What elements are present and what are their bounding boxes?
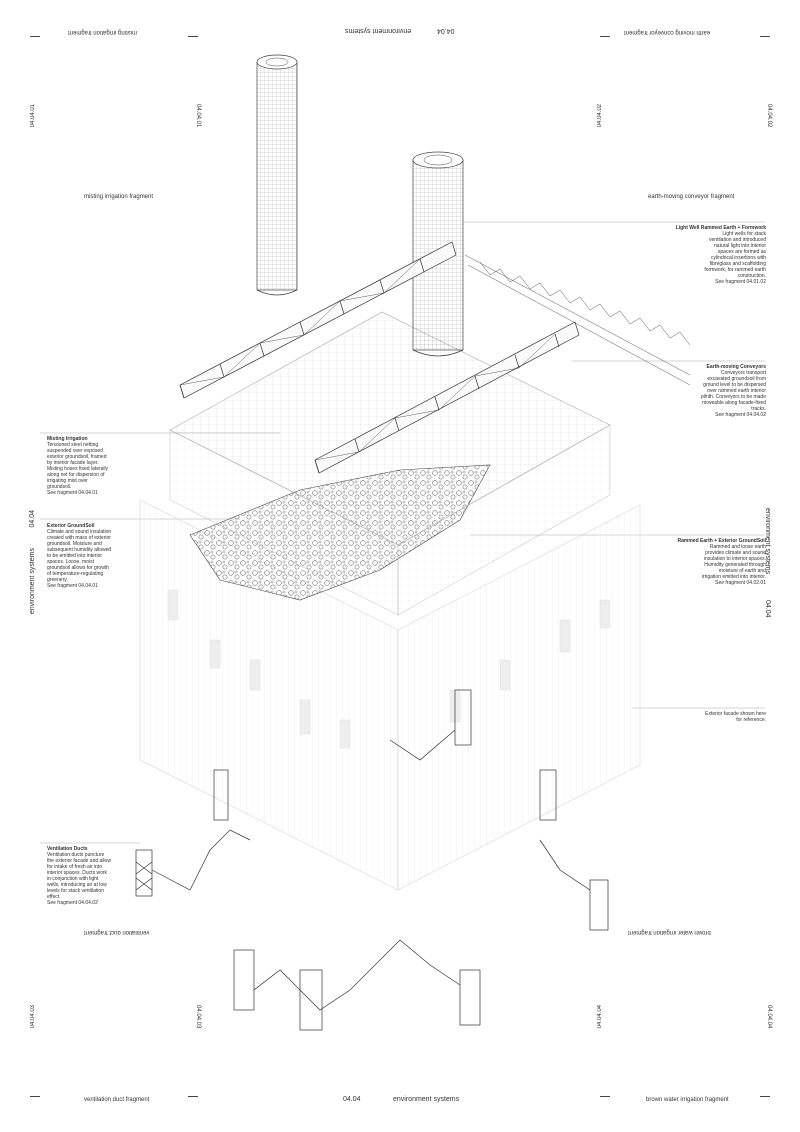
annotation-misting: Misting Irrigation Tensioned steel netti… [47,436,157,496]
annotation-body: Climate and sound insulation created wit… [47,529,112,589]
code-inner-left-lower: 04.04.03 [195,1005,201,1029]
crop-mark [188,36,198,37]
annotation-light-well: Light Well Rammed Earth + Formwork Light… [658,225,766,285]
code-inner-left-upper: 04.04.01 [195,104,201,128]
crop-mark [760,36,770,37]
crop-mark [760,1096,770,1097]
exterior-facade [139,499,641,891]
annotation-title: Light Well Rammed Earth + Formwork [675,225,766,231]
upper-right-fragment-label: earth-moving conveyor fragment [648,194,735,200]
right-side-title: environment systems [764,508,771,575]
upper-left-fragment-label: misting irrigation fragment [84,194,154,200]
annotation-body: Ventilation ducts puncture the exterior … [47,852,111,906]
annotation-conveyors: Earth-moving Conveyors Conveyors transpo… [658,364,766,418]
annotation-title: Earth-moving Conveyors [706,364,766,370]
annotation-ground-soil: Exterior GroundSoil Climate and sound in… [47,523,157,589]
earth-moving-conveyor [179,241,457,399]
crop-mark [30,36,40,37]
ventilation-duct [135,829,251,897]
annotation-body: Rammed and loose earth provides climate … [701,544,766,586]
annotation-body: Exterior facade shown here for reference… [705,711,766,723]
code-right-lower: 04.04.04 [766,1005,772,1029]
annotation-title: Exterior GroundSoil [47,523,95,529]
earth-moving-conveyor [314,321,580,474]
code-right-upper: 04.04.02 [766,104,772,128]
right-section-number: 04.04 [764,600,771,618]
annotation-title: Rammed Earth + Exterior GroundSoil [677,538,767,544]
crop-mark [600,36,610,37]
annotation-title: Misting Irrigation [47,436,88,442]
annotation-title: Ventilation Ducts [47,846,88,852]
crop-mark [600,1096,610,1097]
annotation-body: Tensioned steel netting suspended over e… [47,442,109,496]
bottom-title: environment systems [393,1096,460,1103]
annotation-facade: Exterior facade shown here for reference… [658,711,766,723]
annotation-body: Light wells for stack ventilation and in… [704,231,766,285]
bottom-right-fragment-label: brown water irrigation fragment [646,1097,729,1103]
crop-mark [30,1096,40,1097]
crop-mark [188,1096,198,1097]
bottom-left-fragment-label: ventilation duct fragment [84,1097,150,1103]
conveyor-track [464,254,691,386]
ventilation-duct [213,689,609,931]
annotation-body: Conveyors transport excavated groundsoil… [700,370,766,418]
annotation-ventilation: Ventilation Ducts Ventilation ducts punc… [47,846,157,906]
annotation-rammed-earth: Rammed Earth + Exterior GroundSoil Ramme… [658,538,767,586]
ventilation-duct [233,939,481,1031]
light-well-column [256,54,298,296]
bottom-section-number: 04.04 [343,1096,361,1103]
